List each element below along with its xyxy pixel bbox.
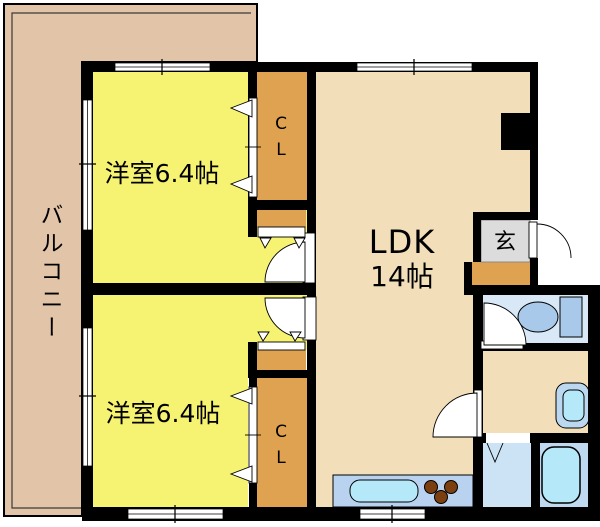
washroom-floor — [483, 443, 531, 507]
closet-2-label: CL — [271, 422, 291, 474]
closet-door-arrow-icon — [229, 465, 253, 483]
wall — [82, 283, 316, 295]
storage-areas — [257, 72, 531, 507]
closet-1-upper-box — [257, 210, 306, 227]
bedroom-2-floor — [93, 295, 248, 507]
closet-door-arrow-icon — [229, 387, 253, 405]
closet-1 — [257, 72, 307, 200]
closet-door-arrow-icon — [229, 175, 253, 194]
kitchen-sink-icon — [349, 479, 419, 503]
toilet-icon — [517, 301, 559, 333]
wall — [473, 220, 481, 262]
balcony-label: バルコニー — [36, 203, 63, 343]
closet-door-arrow-icon — [257, 331, 270, 342]
bathtub-icon — [541, 446, 581, 504]
bedroom-2-door-swing — [264, 297, 306, 339]
windows — [79, 59, 473, 523]
window — [127, 505, 224, 523]
wall — [248, 200, 316, 210]
sanitary-fixtures — [517, 296, 590, 504]
labels: バルコニー 洋室6.4帖 洋室6.4帖 LDK 14帖 玄 CL CL — [36, 114, 516, 474]
closet-1-door — [248, 97, 258, 198]
window — [359, 505, 426, 523]
pillar — [501, 113, 538, 150]
shoe-cabinet — [472, 262, 530, 285]
wall — [248, 370, 316, 378]
doors — [229, 97, 572, 484]
closet-2-upper-door — [257, 341, 306, 351]
ldk-label: LDK — [369, 223, 435, 261]
wall — [473, 212, 538, 220]
closet-1-upper-door — [257, 226, 306, 238]
wall — [588, 285, 600, 521]
wall — [483, 343, 588, 351]
wall — [483, 433, 588, 443]
closet-2-upper-box — [257, 350, 306, 370]
toilet-door-swing — [483, 302, 527, 346]
closet-2 — [257, 378, 307, 507]
wall — [531, 443, 540, 507]
window — [356, 59, 473, 75]
bathroom-opening — [486, 433, 530, 443]
toilet-tank-icon — [559, 296, 583, 338]
entrance-door-swing — [536, 223, 572, 259]
ldk-size-label: 14帖 — [370, 260, 434, 293]
window — [114, 59, 211, 75]
closet-door-arrow-icon — [289, 331, 302, 342]
stove-burners-icon — [424, 480, 458, 504]
balcony-rail-line — [11, 12, 251, 509]
closet-1-label: CL — [271, 114, 291, 166]
closet-door-arrow-icon — [293, 237, 306, 249]
closet-door-arrow-icon — [259, 237, 272, 249]
bedroom-1-label: 洋室6.4帖 — [105, 159, 220, 188]
entrance-label: 玄 — [494, 230, 516, 255]
bedroom-1-floor — [93, 72, 248, 283]
kitchen — [332, 474, 474, 508]
window — [79, 327, 96, 467]
closet-door-arrow-icon — [229, 99, 253, 118]
entrance-door — [528, 221, 538, 259]
wall — [248, 342, 257, 378]
washroom-door-swing — [432, 392, 478, 438]
folding-door-icon — [486, 442, 504, 464]
wall — [530, 258, 538, 285]
window — [79, 99, 96, 231]
wall — [464, 285, 600, 295]
bedroom-2-label: 洋室6.4帖 — [106, 399, 221, 428]
wall — [464, 262, 472, 285]
wall — [248, 210, 257, 237]
washbasin-bowl-icon — [562, 389, 585, 422]
